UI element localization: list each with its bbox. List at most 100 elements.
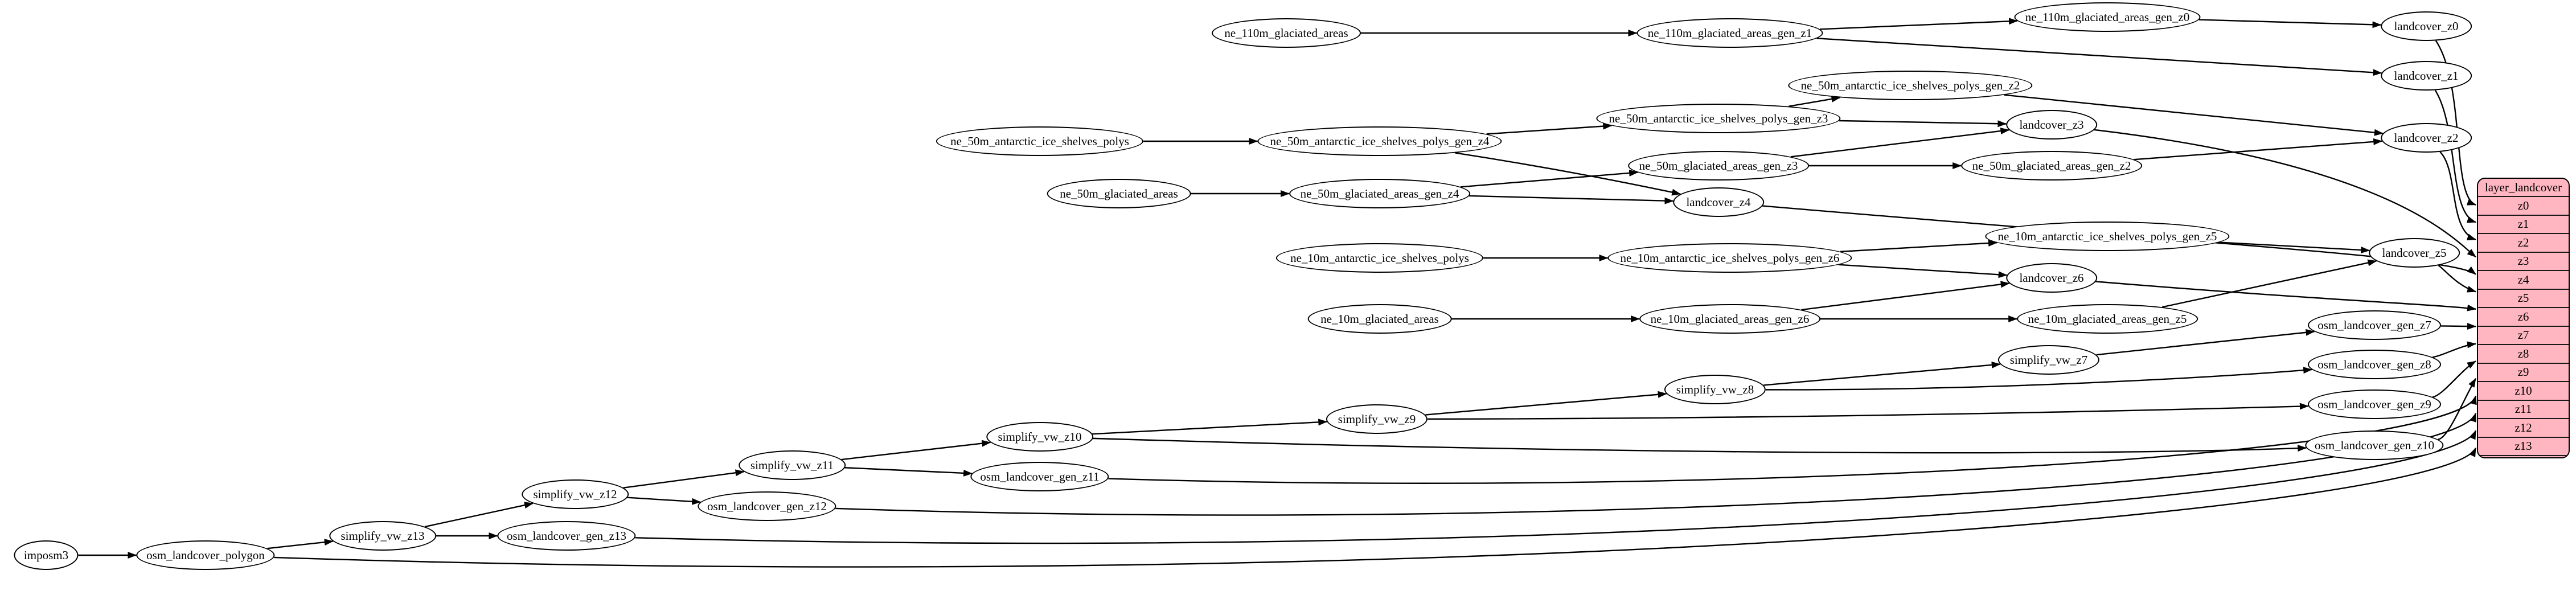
node-simplify_vw_z11: simplify_vw_z11 [739,450,846,480]
edge-ne_50m_antarctic_ice_shelves_polys_gen_z3-to-ne_50m_antarctic_ice_shelves_polys_gen_z2 [1789,95,1841,107]
edge-ne_10m_antarctic_ice_shelves_polys_gen_z6-to-ne_10m_antarctic_ice_shelves_polys_gen_z5 [1840,239,1997,253]
node-simplify_vw_z10: simplify_vw_z10 [986,422,1093,452]
edge-osm_landcover_gen_z8-to-z8 [2432,341,2476,358]
table-row-z13: z13 [2478,436,2569,456]
node-ne_10m_antarctic_ice_shelves_polys: ne_10m_antarctic_ice_shelves_polys [1275,243,1484,273]
edge-simplify_vw_z10-to-simplify_vw_z9 [1092,419,1328,435]
edge-osm_landcover_gen_z9-to-z9 [2432,360,2476,398]
edge-ne_110m_glaciated_areas_gen_z1-to-landcover_z1 [1816,38,2382,76]
edge-ne_50m_glaciated_areas_gen_z4-to-landcover_z4 [1469,195,1674,204]
node-ne_50m_antarctic_ice_shelves_polys_gen_z2: ne_50m_antarctic_ice_shelves_polys_gen_z… [1788,71,2033,100]
table-row-z11: z11 [2478,399,2569,419]
table-row-z4: z4 [2478,270,2569,289]
node-simplify_vw_z7: simplify_vw_z7 [1997,345,2100,375]
node-ne_50m_glaciated_areas_gen_z4: ne_50m_glaciated_areas_gen_z4 [1289,179,1470,208]
edge-ne_50m_glaciated_areas_gen_z4-to-ne_50m_glaciated_areas_gen_z3 [1460,169,1639,188]
node-landcover_z3: landcover_z3 [2006,110,2097,140]
edge-landcover_z1-to-z1 [2434,89,2476,223]
table-row-z3: z3 [2478,251,2569,270]
node-ne_110m_glaciated_areas: ne_110m_glaciated_areas [1212,18,1361,48]
node-ne_110m_glaciated_areas_gen_z0: ne_110m_glaciated_areas_gen_z0 [2014,2,2201,32]
table-title: layer_landcover [2484,180,2562,194]
edge-ne_50m_antarctic_ice_shelves_polys_gen_z2-to-landcover_z2 [2004,94,2384,136]
node-ne_10m_glaciated_areas_gen_z6: ne_10m_glaciated_areas_gen_z6 [1639,304,1820,334]
table-row-z9: z9 [2478,362,2569,382]
edge-simplify_vw_z13-to-simplify_vw_z12 [424,502,534,528]
node-simplify_vw_z8: simplify_vw_z8 [1664,375,1766,404]
node-osm_landcover_gen_z11: osm_landcover_gen_z11 [970,462,1109,491]
edge-simplify_vw_z10-to-osm_landcover_gen_z10 [1093,437,2307,454]
node-landcover_z6: landcover_z6 [2006,263,2097,293]
table-row-z5: z5 [2478,288,2569,307]
node-ne_50m_antarctic_ice_shelves_polys: ne_50m_antarctic_ice_shelves_polys [936,126,1144,156]
node-ne_50m_glaciated_areas_gen_z2: ne_50m_glaciated_areas_gen_z2 [1961,151,2142,181]
node-osm_landcover_gen_z9: osm_landcover_gen_z9 [2308,389,2441,419]
table-row-z2: z2 [2478,233,2569,252]
edge-simplify_vw_z7-to-osm_landcover_gen_z7 [2096,329,2315,356]
table-row-z0: z0 [2478,196,2569,215]
node-imposm3: imposm3 [14,540,79,570]
edge-simplify_vw_z8-to-osm_landcover_gen_z8 [1766,367,2313,391]
edge-ne_10m_antarctic_ice_shelves_polys_gen_z6-to-landcover_z6 [1839,264,2008,278]
table-row-z14+: z14+ [2478,455,2569,457]
edge-osm_landcover_polygon-to-z14+ [274,447,2477,568]
edge-simplify_vw_z11-to-simplify_vw_z10 [841,440,991,461]
edge-simplify_vw_z8-to-simplify_vw_z7 [1763,361,2001,386]
node-landcover_z2: landcover_z2 [2381,123,2472,153]
node-ne_10m_antarctic_ice_shelves_polys_gen_z6: ne_10m_antarctic_ice_shelves_polys_gen_z… [1607,243,1852,273]
table-row-z7: z7 [2478,325,2569,345]
edge-ne_110m_glaciated_areas_gen_z1-to-ne_110m_glaciated_areas_gen_z0 [1819,18,2018,30]
node-ne_50m_antarctic_ice_shelves_polys_gen_z4: ne_50m_antarctic_ice_shelves_polys_gen_z… [1257,126,1502,156]
table-row-z12: z12 [2478,418,2569,437]
edge-ne_50m_antarctic_ice_shelves_polys_gen_z4-to-ne_50m_antarctic_ice_shelves_polys_gen_z3 [1486,122,1613,135]
node-landcover_z4: landcover_z4 [1673,187,1764,217]
edge-landcover_z5-to-z5 [2438,264,2476,293]
table-row-z8: z8 [2478,344,2569,363]
edge-ne_50m_antarctic_ice_shelves_polys_gen_z4-to-landcover_z4 [1455,152,1681,196]
node-landcover_z5: landcover_z5 [2369,238,2460,268]
edge-ne_10m_glaciated_areas_gen_z6-to-landcover_z6 [1801,281,2010,311]
table-row-z6: z6 [2478,307,2569,326]
node-ne_50m_glaciated_areas: ne_50m_glaciated_areas [1047,179,1191,208]
node-ne_10m_glaciated_areas_gen_z5: ne_10m_glaciated_areas_gen_z5 [2017,304,2198,334]
edge-landcover_z2-to-z2 [2439,151,2476,241]
edge-landcover_z6-to-z6 [2095,281,2476,311]
node-ne_50m_glaciated_areas_gen_z3: ne_50m_glaciated_areas_gen_z3 [1628,151,1809,181]
edge-osm_landcover_gen_z10-to-z10 [2438,378,2477,440]
edge-simplify_vw_z9-to-simplify_vw_z8 [1425,391,1667,416]
edge-simplify_vw_z12-to-osm_landcover_gen_z12 [627,497,702,505]
edge-ne_110m_glaciated_areas_gen_z0-to-landcover_z0 [2198,19,2382,28]
table-row-z10: z10 [2478,381,2569,400]
node-osm_landcover_gen_z7: osm_landcover_gen_z7 [2308,310,2441,340]
edge-ne_10m_antarctic_ice_shelves_polys_gen_z5-to-landcover_z5 [2219,241,2370,253]
node-ne_10m_glaciated_areas: ne_10m_glaciated_areas [1307,304,1452,334]
node-osm_landcover_polygon: osm_landcover_polygon [136,540,275,570]
node-simplify_vw_z9: simplify_vw_z9 [1326,404,1428,434]
node-landcover_z0: landcover_z0 [2381,11,2472,41]
edge-simplify_vw_z11-to-osm_landcover_gen_z11 [844,467,973,477]
edge-landcover_z3-to-z3 [2094,129,2476,258]
table-row-z1: z1 [2478,214,2569,233]
node-osm_landcover_gen_z12: osm_landcover_gen_z12 [698,491,836,521]
node-ne_50m_antarctic_ice_shelves_polys_gen_z3: ne_50m_antarctic_ice_shelves_polys_gen_z… [1596,104,1841,133]
edge-osm_landcover_gen_z13-to-z13 [635,430,2477,544]
edge-simplify_vw_z12-to-simplify_vw_z11 [623,469,745,489]
edge-ne_10m_glaciated_areas_gen_z5-to-landcover_z5 [2161,259,2377,308]
node-osm_landcover_gen_z10: osm_landcover_gen_z10 [2305,430,2444,460]
node-ne_10m_antarctic_ice_shelves_polys_gen_z5: ne_10m_antarctic_ice_shelves_polys_gen_z… [1985,222,2230,251]
node-osm_landcover_gen_z8: osm_landcover_gen_z8 [2308,350,2441,379]
table-rows: z0z1z2z3z4z5z6z7z8z9z10z11z12z13z14+ [2478,196,2569,457]
node-ne_110m_glaciated_areas_gen_z1: ne_110m_glaciated_areas_gen_z1 [1636,18,1823,48]
edge-osm_landcover_polygon-to-simplify_vw_z13 [267,539,334,550]
node-simplify_vw_z12: simplify_vw_z12 [522,479,629,509]
edge-ne_50m_glaciated_areas_gen_z2-to-landcover_z2 [2134,138,2383,161]
node-osm_landcover_gen_z13: osm_landcover_gen_z13 [497,521,636,551]
edge-osm_landcover_gen_z11-to-z11 [1108,395,2477,484]
edge-simplify_vw_z9-to-osm_landcover_gen_z9 [1428,403,2309,420]
edge-landcover_z4-to-z4 [1762,205,2476,275]
edge-ne_50m_antarctic_ice_shelves_polys_gen_z3-to-landcover_z3 [1839,120,2007,128]
node-simplify_vw_z13: simplify_vw_z13 [329,521,436,551]
